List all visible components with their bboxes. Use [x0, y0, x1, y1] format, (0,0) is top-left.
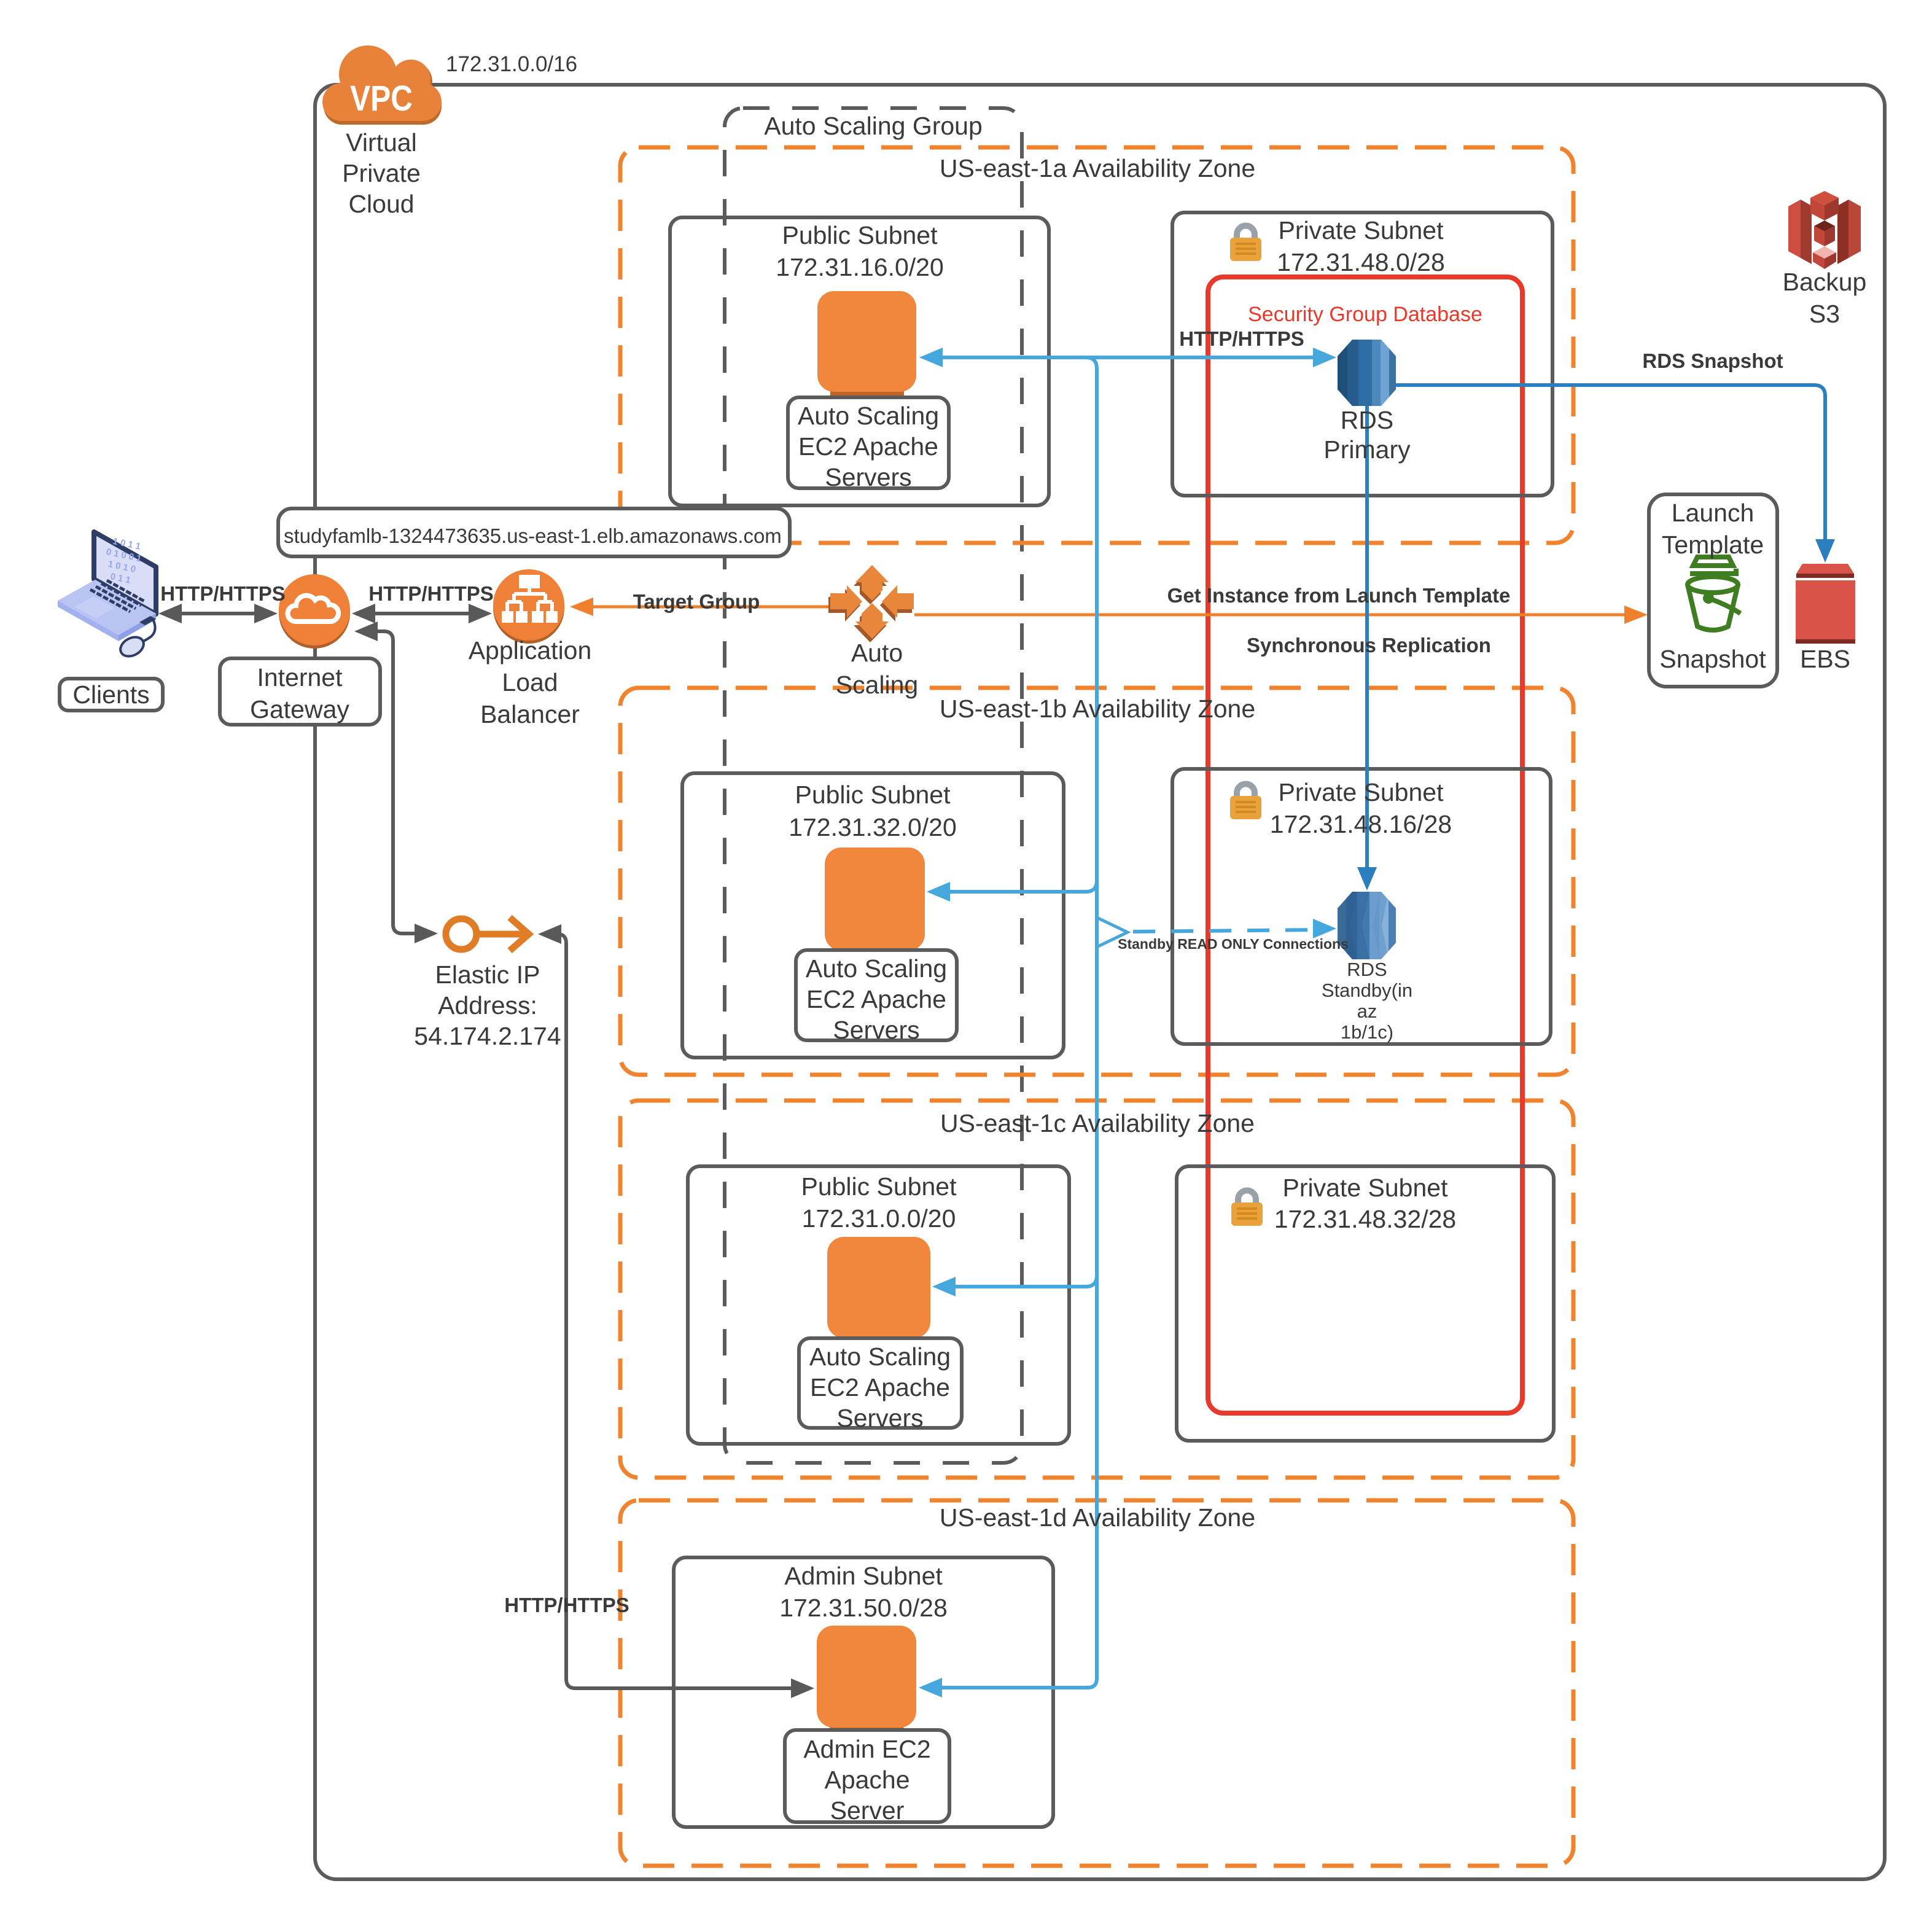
svg-text:54.174.2.174: 54.174.2.174: [414, 1022, 561, 1050]
svg-text:Public Subnet: Public Subnet: [801, 1172, 957, 1201]
svg-text:Public Subnet: Public Subnet: [782, 221, 938, 249]
svg-text:HTTP/HTTPS: HTTP/HTTPS: [368, 582, 494, 605]
svg-text:Standby(in: Standby(in: [1322, 980, 1412, 1001]
svg-text:Admin EC2: Admin EC2: [803, 1735, 930, 1763]
svg-text:172.31.32.0/20: 172.31.32.0/20: [789, 813, 957, 841]
svg-text:Application: Application: [469, 636, 592, 664]
svg-text:RDS: RDS: [1341, 406, 1394, 434]
svg-text:Auto Scaling: Auto Scaling: [809, 1343, 951, 1371]
svg-text:HTTP/HTTPS: HTTP/HTTPS: [1179, 327, 1304, 350]
svg-text:Gateway: Gateway: [250, 695, 349, 723]
svg-text:Admin Subnet: Admin Subnet: [784, 1562, 943, 1590]
svg-text:172.31.0.0/16: 172.31.0.0/16: [446, 52, 577, 76]
svg-text:EC2 Apache: EC2 Apache: [810, 1373, 950, 1401]
svg-text:172.31.50.0/28: 172.31.50.0/28: [779, 1594, 948, 1622]
svg-text:US-east-1c Availability Zone: US-east-1c Availability Zone: [940, 1109, 1255, 1137]
svg-text:Private Subnet: Private Subnet: [1279, 778, 1444, 806]
svg-text:Private Subnet: Private Subnet: [1279, 216, 1444, 244]
svg-text:HTTP/HTTPS: HTTP/HTTPS: [160, 582, 286, 605]
svg-text:Snapshot: Snapshot: [1659, 645, 1766, 673]
svg-text:Servers: Servers: [825, 463, 911, 491]
svg-text:studyfamlb-1324473635.us-east-: studyfamlb-1324473635.us-east-1.elb.amaz…: [284, 524, 782, 547]
svg-text:172.31.0.0/20: 172.31.0.0/20: [802, 1204, 956, 1233]
svg-text:Auto Scaling Group: Auto Scaling Group: [764, 112, 983, 140]
svg-text:S3: S3: [1809, 300, 1840, 328]
svg-text:Server: Server: [830, 1796, 905, 1825]
svg-text:Load: Load: [502, 668, 558, 696]
svg-text:Synchronous Replication: Synchronous Replication: [1247, 634, 1491, 657]
svg-text:RDS Snapshot: RDS Snapshot: [1642, 349, 1783, 372]
svg-text:Elastic IP: Elastic IP: [435, 961, 540, 989]
svg-text:Cloud: Cloud: [348, 190, 414, 218]
svg-text:172.31.48.32/28: 172.31.48.32/28: [1274, 1205, 1456, 1233]
svg-text:EC2 Apache: EC2 Apache: [806, 985, 946, 1013]
svg-text:Balancer: Balancer: [480, 700, 580, 728]
svg-text:Target Group: Target Group: [633, 590, 760, 613]
svg-text:HTTP/HTTPS: HTTP/HTTPS: [504, 1594, 629, 1616]
svg-text:Launch: Launch: [1672, 499, 1755, 527]
svg-text:Template: Template: [1662, 531, 1764, 559]
svg-text:Auto Scaling: Auto Scaling: [798, 402, 939, 430]
svg-text:US-east-1d Availability Zone: US-east-1d Availability Zone: [940, 1503, 1255, 1532]
svg-text:1b/1c): 1b/1c): [1341, 1021, 1393, 1043]
svg-text:Backup: Backup: [1783, 268, 1867, 296]
svg-text:172.31.48.16/28: 172.31.48.16/28: [1270, 810, 1452, 838]
svg-text:US-east-1b Availability Zone: US-east-1b Availability Zone: [940, 695, 1255, 723]
svg-text:Servers: Servers: [833, 1016, 919, 1044]
svg-text:Clients: Clients: [72, 680, 149, 709]
svg-text:Servers: Servers: [836, 1404, 923, 1432]
svg-text:Primary: Primary: [1323, 435, 1411, 464]
svg-text:RDS: RDS: [1347, 959, 1387, 980]
svg-text:Security Group Database: Security Group Database: [1248, 303, 1482, 326]
svg-text:VPC: VPC: [350, 79, 413, 119]
svg-text:0 1 1: 0 1 1: [109, 571, 131, 586]
svg-text:Get Instance from Launch Templ: Get Instance from Launch Template: [1167, 584, 1511, 607]
svg-text:Address:: Address:: [438, 991, 537, 1019]
svg-text:Auto Scaling: Auto Scaling: [806, 954, 947, 983]
svg-text:az: az: [1357, 1000, 1377, 1022]
svg-text:EC2 Apache: EC2 Apache: [798, 432, 938, 461]
svg-text:Apache: Apache: [824, 1766, 910, 1794]
svg-text:EBS: EBS: [1800, 645, 1850, 673]
svg-text:Private: Private: [342, 159, 421, 187]
svg-text:172.31.16.0/20: 172.31.16.0/20: [776, 253, 944, 281]
svg-text:Virtual: Virtual: [346, 128, 416, 157]
svg-text:Private Subnet: Private Subnet: [1283, 1174, 1449, 1202]
svg-text:Internet: Internet: [257, 663, 343, 692]
svg-text:Standby READ ONLY Connections: Standby READ ONLY Connections: [1118, 936, 1349, 952]
svg-text:172.31.48.0/28: 172.31.48.0/28: [1277, 248, 1445, 276]
svg-text:Scaling: Scaling: [836, 671, 918, 699]
svg-text:Auto: Auto: [851, 639, 903, 667]
svg-text:US-east-1a Availability Zone: US-east-1a Availability Zone: [940, 154, 1255, 182]
svg-text:Public Subnet: Public Subnet: [795, 781, 951, 809]
